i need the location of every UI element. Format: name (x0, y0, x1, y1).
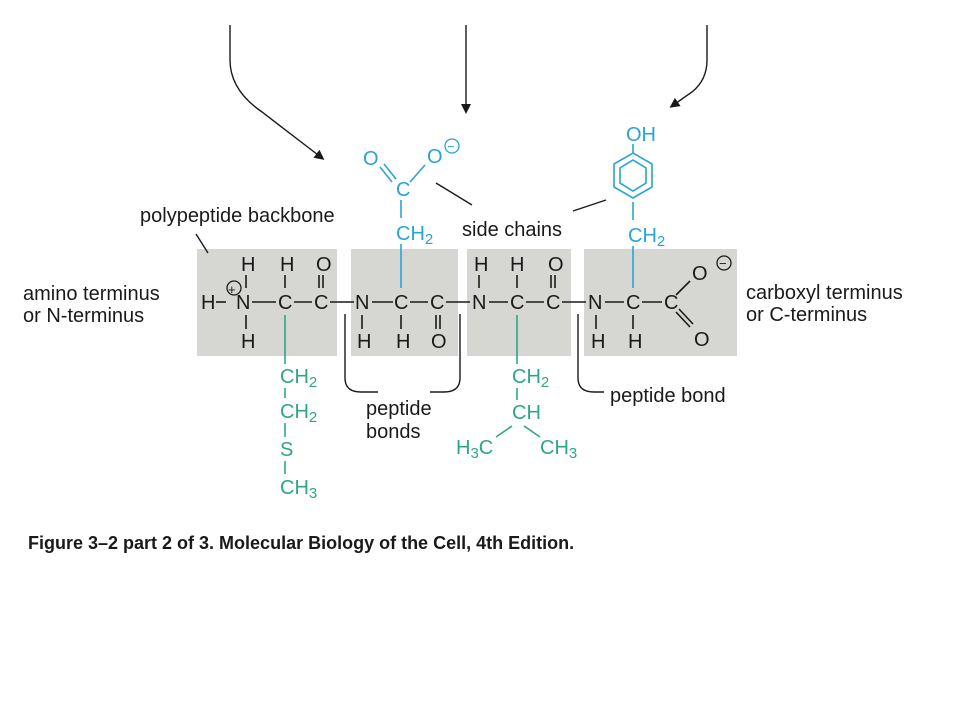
svg-text:C: C (396, 179, 410, 201)
side-chain-1: CH2 CH2 S CH3 (280, 315, 317, 502)
label-side-chains: side chains (462, 219, 562, 241)
svg-text:C: C (510, 292, 524, 314)
carboxyl-oxygen-bottom: O (694, 329, 710, 351)
residue-2-box (351, 249, 458, 356)
label-leaders (195, 182, 607, 393)
backbone-chain: H + N C C N C C N C C N C C (201, 280, 678, 314)
svg-text:H: H (591, 331, 605, 353)
svg-text:CH2: CH2 (280, 366, 317, 391)
arrow-right (669, 25, 708, 108)
backbone-vertical-bonds (245, 275, 694, 329)
svg-text:N: N (588, 292, 602, 314)
svg-text:C: C (314, 292, 328, 314)
labels: polypeptide backbone side chains amino t… (23, 205, 903, 443)
carboxyl-oxygen-top: O (692, 263, 708, 285)
svg-text:CH2: CH2 (512, 366, 549, 391)
svg-text:C: C (546, 292, 560, 314)
svg-text:CH2: CH2 (396, 223, 433, 248)
n-terminus-h: H (201, 292, 215, 314)
arrow-left (229, 25, 325, 160)
label-carboxyl-terminus-line1: carboxyl terminus (746, 282, 903, 304)
backbone-top-row: H H O H H O (241, 254, 564, 276)
svg-text:H: H (510, 254, 524, 276)
label-polypeptide-backbone: polypeptide backbone (140, 205, 335, 227)
svg-text:−: − (447, 139, 455, 154)
residue-3-box (467, 249, 571, 356)
label-amino-terminus-line2: or N-terminus (23, 305, 144, 327)
svg-text:CH: CH (512, 402, 541, 424)
svg-text:H: H (474, 254, 488, 276)
svg-text:O: O (363, 148, 379, 170)
svg-text:H: H (280, 254, 294, 276)
svg-text:H3C: H3C (456, 437, 493, 462)
svg-text:N: N (472, 292, 486, 314)
svg-text:OH: OH (626, 124, 656, 146)
svg-text:N: N (236, 292, 250, 314)
top-arrows (229, 25, 708, 160)
label-amino-terminus-line1: amino terminus (23, 283, 160, 305)
svg-text:H: H (628, 331, 642, 353)
svg-text:C: C (626, 292, 640, 314)
svg-text:C: C (278, 292, 292, 314)
label-peptide-bonds-line1: peptide (366, 398, 432, 420)
svg-text:O: O (431, 331, 447, 353)
positive-charge-icon (226, 280, 242, 296)
svg-text:H: H (396, 331, 410, 353)
side-chain-3: CH2 CH H3C CH3 (456, 315, 577, 462)
svg-text:−: − (719, 256, 727, 271)
backbone-shading (197, 249, 737, 356)
svg-text:O: O (427, 146, 443, 168)
label-peptide-bonds-line2: bonds (366, 421, 421, 443)
svg-text:O: O (548, 254, 564, 276)
backbone-bottom-row: H H H O H H O − O (241, 255, 732, 353)
svg-text:+: + (228, 282, 236, 297)
svg-text:H: H (241, 254, 255, 276)
svg-text:H: H (241, 331, 255, 353)
svg-text:O: O (316, 254, 332, 276)
svg-text:CH3: CH3 (280, 477, 317, 502)
svg-text:CH3: CH3 (540, 437, 577, 462)
svg-text:S: S (280, 439, 293, 461)
svg-text:C: C (430, 292, 444, 314)
svg-text:N: N (355, 292, 369, 314)
negative-charge-icon (716, 255, 732, 271)
negative-charge-icon-2 (444, 138, 460, 154)
side-chain-4: CH2 OH (613, 124, 665, 288)
svg-text:C: C (394, 292, 408, 314)
figure-caption: Figure 3–2 part 2 of 3. Molecular Biolog… (28, 533, 574, 553)
svg-text:H: H (357, 331, 371, 353)
svg-text:CH2: CH2 (628, 225, 665, 250)
label-carboxyl-terminus-line2: or C-terminus (746, 304, 867, 326)
benzene-ring (613, 152, 653, 199)
svg-text:CH2: CH2 (280, 401, 317, 426)
label-peptide-bond: peptide bond (610, 385, 726, 407)
side-chain-2: CH2 C O O − (363, 138, 460, 288)
svg-text:C: C (664, 292, 678, 314)
